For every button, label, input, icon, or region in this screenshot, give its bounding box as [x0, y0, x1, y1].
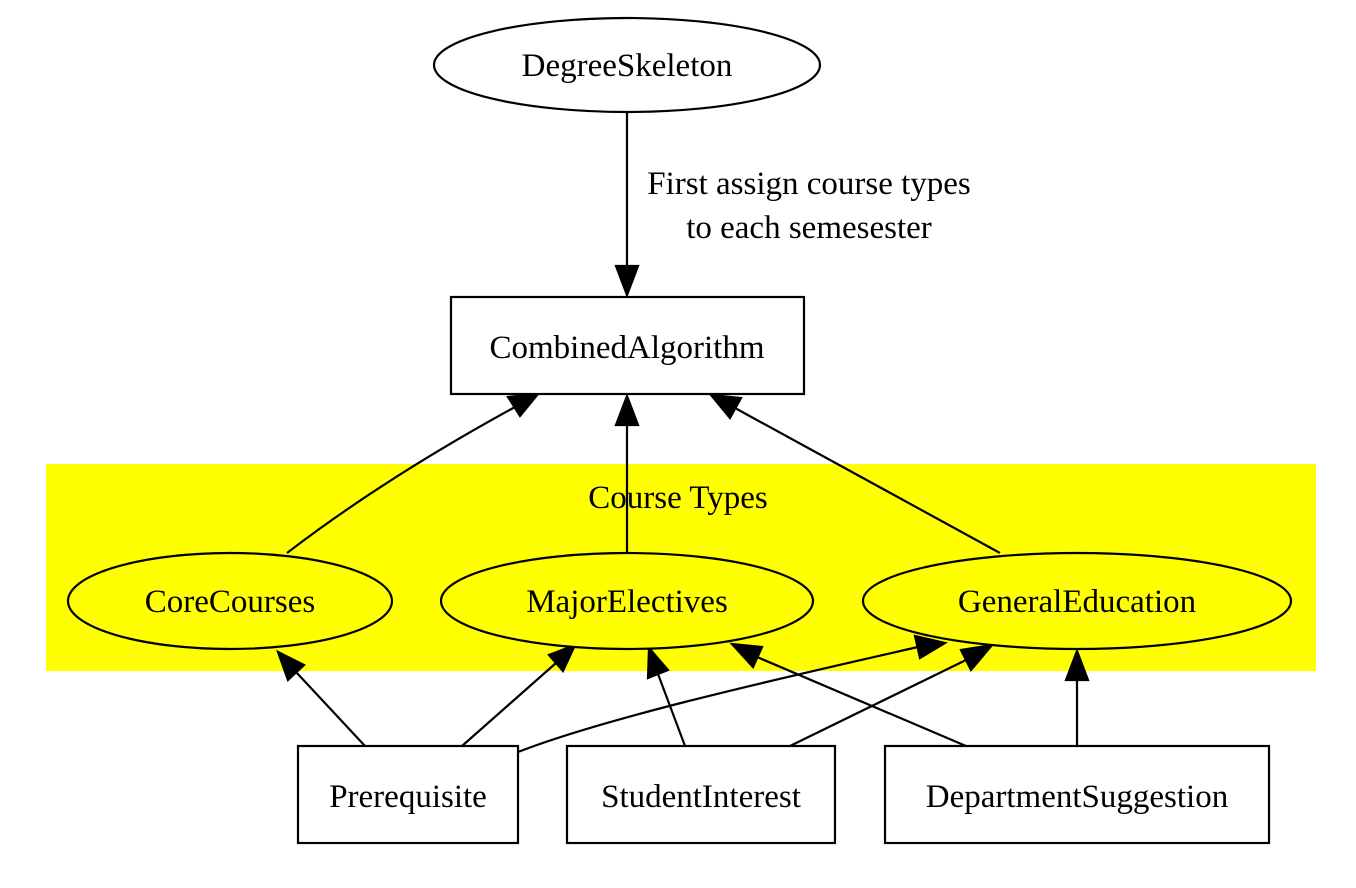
node-label-departmentsuggestion: DepartmentSuggestion: [926, 779, 1228, 815]
arrowhead-departmentsuggestion-generaleducation: [1064, 647, 1090, 682]
node-studentinterest: StudentInterest: [565, 744, 837, 845]
arrowhead-majorelectives-combinedalgorithm: [614, 392, 640, 427]
edge-departmentsuggestion-majorelectives: [756, 655, 967, 748]
node-combinedalgorithm: CombinedAlgorithm: [449, 295, 806, 396]
node-degreeskeleton: DegreeSkeleton: [432, 16, 822, 114]
cluster-label-course-types: Course Types: [588, 480, 768, 516]
arrowhead-degreeskeleton-combinedalgorithm: [614, 264, 640, 299]
edges: [276, 112, 1090, 754]
arrowhead-prerequisite-majorelectives: [547, 643, 578, 674]
edge-corecourses-combinedalgorithm: [286, 406, 516, 554]
edge-label-to-each-semester: to each semesester: [686, 210, 932, 246]
node-generaleducation: GeneralEducation: [861, 551, 1293, 651]
arrowhead-prerequisite-corecourses: [276, 649, 306, 682]
edge-generaleducation-combinedalgorithm: [734, 407, 1001, 554]
arrowhead-departmentsuggestion-majorelectives: [729, 642, 764, 669]
arrowhead-generaleducation-combinedalgorithm: [708, 393, 743, 420]
edge-studentinterest-generaleducation: [789, 659, 967, 747]
node-label-prerequisite: Prerequisite: [329, 779, 487, 815]
node-corecourses: CoreCourses: [66, 551, 394, 651]
edge-prerequisite-generaleducation: [517, 645, 919, 754]
node-departmentsuggestion: DepartmentSuggestion: [883, 744, 1271, 845]
arrowhead-prerequisite-generaleducation: [913, 634, 948, 660]
edge-prerequisite-majorelectives: [461, 662, 557, 747]
node-label-corecourses: CoreCourses: [145, 584, 315, 620]
arrowhead-studentinterest-majorelectives: [646, 645, 670, 680]
arrowhead-corecourses-combinedalgorithm: [506, 392, 541, 418]
node-label-majorelectives: MajorElectives: [526, 584, 728, 620]
edge-studentinterest-majorelectives: [656, 673, 687, 747]
node-label-studentinterest: StudentInterest: [601, 779, 801, 815]
edge-label-first-assign: First assign course types: [647, 166, 971, 202]
node-label-degreeskeleton: DegreeSkeleton: [522, 48, 733, 84]
arrowhead-studentinterest-generaleducation: [959, 643, 995, 672]
node-label-generaleducation: GeneralEducation: [958, 584, 1196, 620]
node-label-combinedalgorithm: CombinedAlgorithm: [490, 330, 765, 366]
node-majorelectives: MajorElectives: [439, 551, 815, 651]
edge-prerequisite-corecourses: [295, 671, 366, 747]
node-prerequisite: Prerequisite: [296, 744, 520, 845]
